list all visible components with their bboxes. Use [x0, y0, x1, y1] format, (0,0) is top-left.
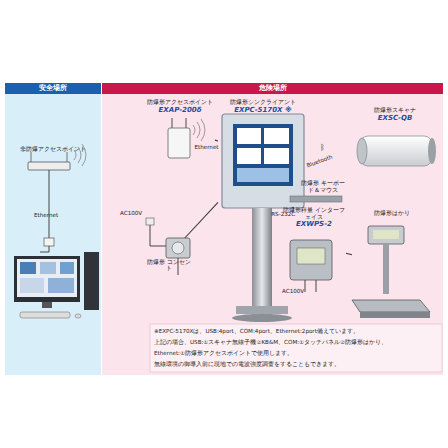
device-name: 防爆形 キーボード＆マウス	[300, 180, 346, 193]
device-name: 防爆形スキャナ	[350, 107, 440, 114]
cable-label: Ethernet	[194, 144, 218, 150]
device-name: 防爆形シンクライアント	[218, 99, 308, 106]
device-box: 防爆形シンクライアントEXPC-5170X ※	[218, 99, 308, 209]
note-text: 上記の場合、USB:①スキャナ無線子機②KB&M、COM:①タッチパネル②防爆形…	[154, 339, 387, 346]
safe-area-band: 安全場所非防爆アクセスポイント	[5, 83, 101, 375]
device-name: 防爆形 コンセント	[146, 259, 192, 272]
pc-icon	[14, 252, 99, 318]
text-holder: 防爆形はかり	[352, 210, 432, 217]
cable-connector	[346, 253, 352, 255]
note-text: ※EXPC-5170Xは、USB:4port、COM:4port、Etherne…	[154, 328, 359, 335]
thin-client-icon	[222, 114, 342, 322]
cable-connector	[215, 140, 218, 142]
device-name: 防爆形アクセスポイント	[145, 99, 215, 106]
device-box: 防爆形アクセスポイントEXAP-200δ	[145, 99, 215, 161]
ethernet-cable	[40, 246, 49, 252]
area-heading: 安全場所	[5, 83, 101, 94]
note-text: 無線環境の御導入前に現地での電波強度調査をすることもできます。	[154, 361, 340, 368]
note-box	[150, 324, 442, 372]
note-text: Ethernet:①防爆形アクセスポイントで使用します。	[154, 350, 293, 357]
model-number: EXPC-5170X ※	[218, 106, 308, 114]
text-holder: 防爆形アクセスポイントEXAP-200δ	[145, 99, 215, 114]
cable-connector	[185, 202, 218, 238]
access-point-icon	[168, 118, 205, 158]
model-number: EXSC-QB	[350, 114, 440, 122]
text-holder: 防爆形スキャナEXSC-QB	[350, 107, 440, 122]
device-box: 防爆形秤量 インターフェイスEXWPS-2	[282, 207, 346, 283]
device-box: 防爆形 キーボード＆マウス	[300, 180, 346, 196]
model-number: EXAP-200δ	[145, 106, 215, 114]
text-holder: 非防爆アクセスポイント	[8, 146, 98, 153]
text-holder: 防爆形 コンセント	[146, 259, 192, 272]
device-name: 防爆形はかり	[352, 210, 432, 217]
hazard-area	[102, 83, 443, 375]
device-box: 防爆形スキャナEXSC-QB	[350, 107, 440, 169]
power-label: AC100V	[282, 288, 304, 295]
scale-icon	[352, 226, 430, 318]
connection-label: Ethernet	[34, 212, 58, 219]
scanner-icon	[357, 136, 436, 166]
access-point-box: 非防爆アクセスポイント	[8, 146, 98, 172]
safe-area	[5, 83, 101, 375]
wall-port	[44, 238, 54, 246]
text-holder: 防爆形シンクライアントEXPC-5170X ※	[218, 99, 308, 114]
text-holder: 防爆形 キーボード＆マウス	[300, 180, 346, 193]
text-holder: 防爆形秤量 インターフェイスEXWPS-2	[282, 207, 346, 228]
ethernet-cable	[49, 170, 50, 240]
device-name: 非防爆アクセスポイント	[8, 146, 98, 153]
power-label: AC100V	[120, 210, 142, 217]
cable-label: RS-232C	[271, 211, 295, 217]
model-number: EXWPS-2	[282, 220, 346, 228]
bluetooth-symbol: ᛒ	[320, 143, 325, 152]
area-heading: 危険場所	[102, 83, 443, 94]
weighing-interface-icon	[290, 240, 332, 292]
device-box: 防爆形はかり	[352, 210, 432, 320]
device-box: 防爆形 コンセント	[146, 238, 192, 272]
